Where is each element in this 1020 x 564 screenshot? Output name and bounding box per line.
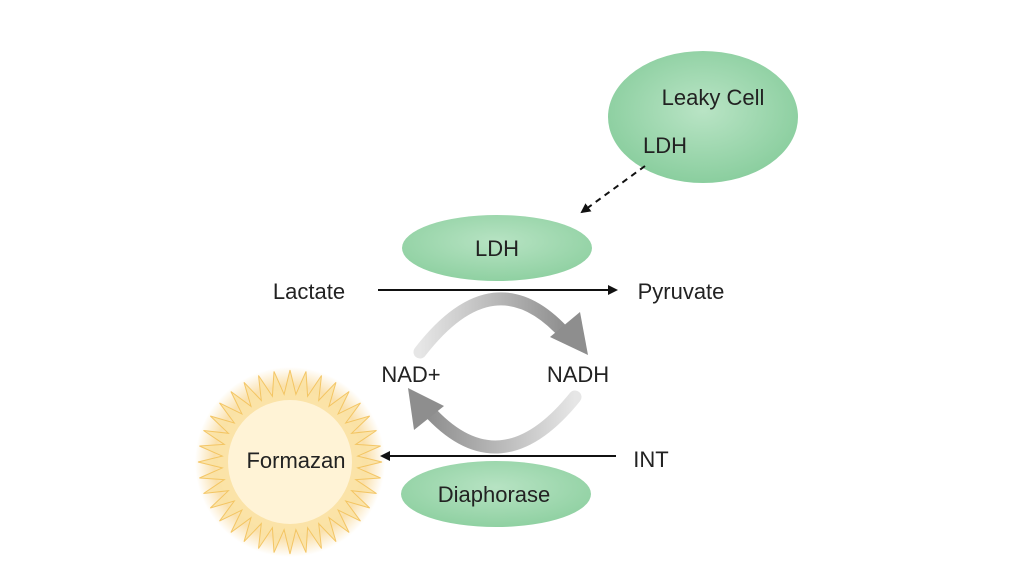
nad-plus-label: NAD+ [381,362,440,387]
diaphorase-enzyme [401,461,591,527]
diaphorase-label: Diaphorase [438,482,551,507]
leaky-cell [608,51,798,183]
ldh-release-arrow [580,165,646,214]
pyruvate-label: Pyruvate [638,279,725,304]
nadh-label: NADH [547,362,609,387]
int-label: INT [633,447,668,472]
formazan-label: Formazan [246,448,345,473]
leaky-cell-title: Leaky Cell [662,85,765,110]
lactate-label: Lactate [273,279,345,304]
nad-to-nadh-cycle-arrow [413,292,588,359]
nadh-to-nad-cycle-arrow [408,388,582,454]
formazan-glow [195,367,385,557]
leaky-cell-ldh-label: LDH [643,133,687,158]
ldh-enzyme-label: LDH [475,236,519,261]
ldh-enzyme [402,215,592,281]
